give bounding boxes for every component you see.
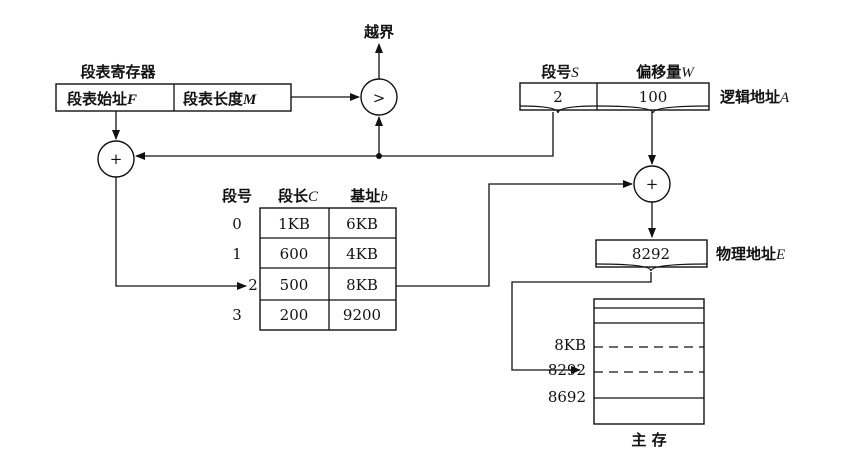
memory-mark: 8692 (548, 388, 586, 406)
table-cell-len: 200 (280, 306, 309, 324)
physical-address-box (595, 239, 708, 268)
table-row: 3 200 9200 (232, 306, 381, 324)
segment-table-box (259, 207, 397, 331)
table-cell-seg: 0 (232, 215, 242, 233)
segment-start-field: 段表始址F (67, 90, 137, 108)
logical-seg-header: 段号S (541, 63, 579, 81)
base-to-adder-arrow (396, 180, 633, 287)
main-memory-label: 主 存 (631, 431, 666, 449)
table-cell-base: 6KB (346, 215, 378, 233)
offset-brace (596, 105, 710, 114)
comparator-symbol: > (373, 89, 386, 107)
table-col-len: 段长C (278, 187, 319, 205)
memory-mark: 8292 (548, 361, 586, 379)
table-row: 2 500 8KB (248, 276, 378, 294)
memory-mark: 8KB (554, 336, 586, 354)
logical-offset-value: 100 (639, 88, 668, 106)
table-cell-seg: 3 (232, 306, 242, 324)
table-cell-base: 4KB (346, 245, 378, 263)
table-cell-len: 500 (280, 276, 309, 294)
adder-2-symbol: + (646, 175, 659, 193)
seg-brace (519, 105, 598, 114)
physical-address-value: 8292 (632, 245, 670, 263)
physical-to-memory-arrow (511, 272, 652, 374)
segment-register-title: 段表寄存器 (80, 63, 156, 81)
table-cell-len: 600 (280, 245, 309, 263)
table-col-base: 基址b (349, 187, 388, 205)
physical-address-label: 物理地址E (716, 245, 785, 263)
adder-to-table-row-arrow (115, 177, 247, 290)
table-cell-len: 1KB (278, 215, 310, 233)
table-cell-seg: 1 (232, 245, 242, 263)
table-cell-base: 9200 (343, 306, 381, 324)
segment-length-field: 段表长度M (183, 90, 257, 108)
table-cell-seg: 2 (248, 276, 258, 294)
segno-to-adder-arrow (135, 112, 554, 160)
adder-1-symbol: + (110, 150, 123, 168)
logical-offset-header: 偏移量W (636, 63, 695, 81)
logical-address-box (519, 82, 710, 111)
table-cell-base: 8KB (346, 276, 378, 294)
overflow-label: 越界 (363, 23, 394, 41)
table-row: 0 1KB 6KB (232, 215, 378, 233)
table-row: 1 600 4KB (232, 245, 378, 263)
physical-brace (595, 263, 708, 272)
logical-seg-value: 2 (553, 88, 563, 106)
main-memory-box (593, 298, 705, 425)
table-col-seg: 段号 (222, 187, 252, 205)
logical-address-label: 逻辑地址A (720, 88, 790, 106)
